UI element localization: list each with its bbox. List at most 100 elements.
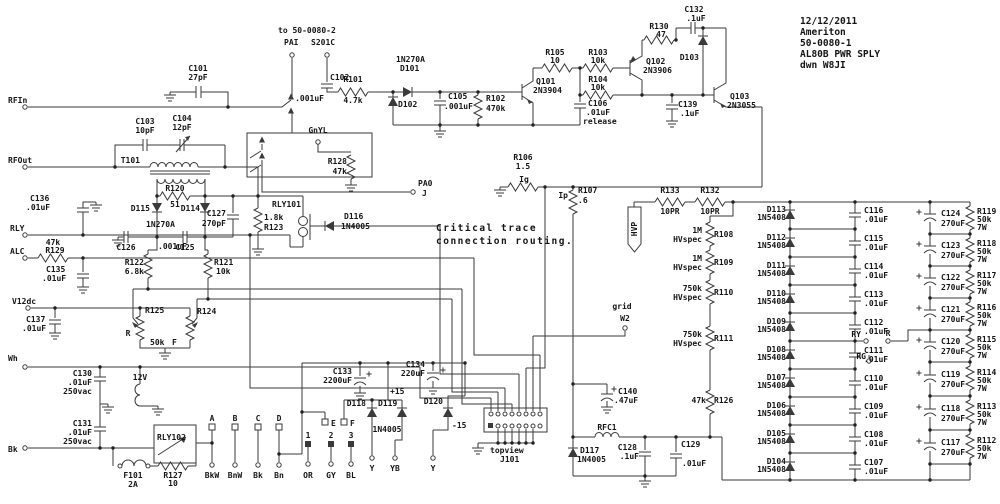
lbl-r120v: 51 [170,200,180,209]
lbl-dp4005: 1N4005 [373,425,402,434]
lbl-r111: R111 [714,334,733,343]
lbl-ry: RY [851,330,861,339]
lbl-d116: D116 [344,212,363,221]
wires-power-input [28,289,466,467]
lbl-hvc6v: .01uF [864,383,888,392]
rly102-box [153,424,197,464]
lbl-q101v: 2N3904 [533,86,562,95]
lbl-r122: R122 [125,258,144,267]
lbl-c128: C128 [618,443,637,452]
lbl-ec1: C123 [941,241,960,250]
lbl-r109v: 1M [692,254,702,263]
lbl-hvc5: C111 [864,346,883,355]
lbl-hvc4: C112 [864,318,883,327]
lbl-hvc8: C108 [864,430,883,439]
lbl-hvd4: D109 [767,317,786,326]
lbl-r126: R126 [714,396,733,405]
lbl-r126v: 47k [692,396,707,405]
lbl-c127v: 270pF [202,219,226,228]
lbl-bl6w: 7W [977,418,987,427]
lbl-rterm: R [886,329,891,338]
lbl-hvd5: D108 [767,345,786,354]
lbl-c125: C125 [175,243,194,252]
lbl-d102: D102 [398,100,417,109]
lbl-hvd0p: 1N5408 [757,213,786,222]
lbl-d119: D119 [378,399,397,408]
lbl-d115p: 1N270A [146,220,175,229]
lbl-hvd1: D112 [767,233,786,242]
rly101-coil [298,216,308,226]
lbl-ec7v: 270uF [941,448,965,457]
lbl-r132: R132 [700,186,719,195]
lbl-f: F [172,338,177,347]
lbl-ec4v: 270uF [941,347,965,356]
lbl-td: D [277,414,282,423]
lbl-ec2: C122 [941,273,960,282]
lbl-gnyl: GnYL [308,126,327,135]
lbl-bl2: R117 [977,271,996,280]
lbl-bl4w: 7W [977,351,987,360]
lbl-r133: R133 [660,186,679,195]
lbl-d117: D117 [580,446,599,455]
note-line2: connection routing. [436,236,573,247]
lbl-hvd3: D110 [767,289,786,298]
lbl-ec4: C120 [941,337,960,346]
lbl-gy: GY [326,471,336,480]
lbl-r108v: 1M [692,226,702,235]
lbl-hvc9: C107 [864,458,883,467]
lbl-r130: R130 [649,22,668,31]
lbl-hvc0v: .01uF [864,215,888,224]
lbl-n1: 1 [306,431,311,440]
lbl-r105v: 10 [550,56,560,65]
lbl-c128v: .1uF [620,452,639,461]
lbl-d118: D118 [347,399,366,408]
lbl-bnw: BnW [228,471,243,480]
lbl-bl4: R115 [977,335,996,344]
lbl-c132v: .1uF [686,14,705,23]
lbl-c133v: 2200uF [323,376,352,385]
lbl-y2: Y [431,464,436,473]
lbl-r133v: 10PR [660,207,679,216]
lbl-ec2v: 270uF [941,283,965,292]
lbl-ec1v: 270uF [941,251,965,260]
lbl-r109: R109 [714,258,733,267]
lbl-hvc1v: .01uF [864,243,888,252]
lbl-r104v: 10k [591,83,606,92]
lbl-c136v: .01uF [26,203,50,212]
lbl-hvd3p: 1N5408 [757,297,786,306]
lbl-r129v: 47k [46,238,61,247]
lbl-d103: D103 [680,53,699,62]
lbl-q102: Q102 [646,57,665,66]
lbl-hvd8: D105 [767,429,786,438]
lbl-bl7w: 7W [977,452,987,461]
lbl-hvc0: C116 [864,206,883,215]
labels: RFIn RFOut RLY ALC V12dc Wh Bk to 50-008… [8,5,996,489]
lbl-c105: C105 [448,92,467,101]
lbl-rly102: RLY102 [157,433,186,442]
lbl-hvc3v: .01uF [864,299,888,308]
lbl-bl7r: 50k [977,444,992,453]
lbl-d117p: 1N4005 [577,455,606,464]
lbl-r120: R120 [165,184,184,193]
lbl-r111v: 750k [683,330,702,339]
lbl-to2: to 50-0080-2 [278,26,336,35]
lbl-r128: R128 [328,157,347,166]
title-part: 50-0080-1 [800,38,852,49]
lbl-ec3v: 270uF [941,315,965,324]
lbl-v12dc: V12dc [12,297,36,306]
lbl-hvc3: C113 [864,290,883,299]
lbl-t101: T101 [121,156,140,165]
lbl-r106: R106 [513,153,532,162]
lbl-bk: Bk [8,445,18,454]
lbl-r128v: 47k [333,167,348,176]
lbl-hvd7: D106 [767,401,786,410]
lbl-r121: R121 [214,258,233,267]
lbl-c127: C127 [207,209,226,218]
terminals [22,52,891,469]
lbl-c126: C126 [116,243,135,252]
lbl-d114: D114 [181,204,200,213]
lbl-r110v: 750k [683,284,702,293]
lbl-n2: 2 [329,431,334,440]
lbl-grid: grid [612,301,631,311]
lbl-hvc7: C109 [864,402,883,411]
